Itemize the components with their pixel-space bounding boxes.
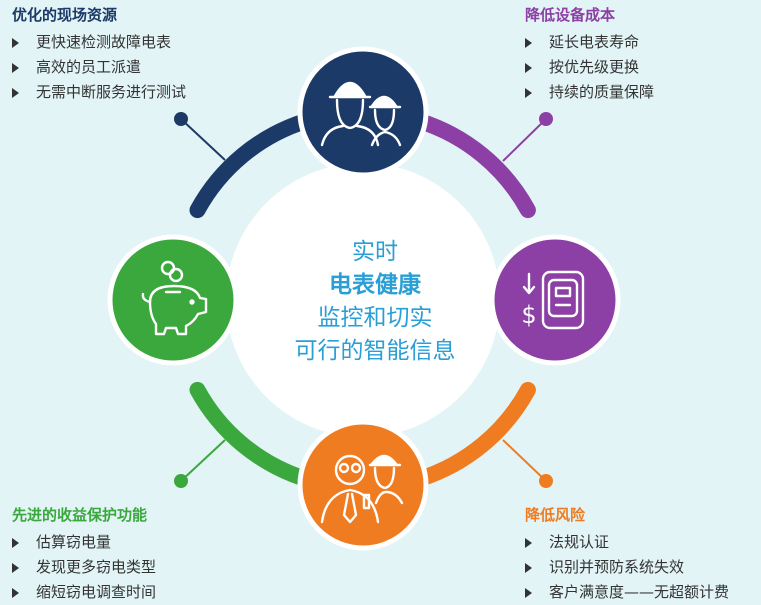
center-line-1: 实时 <box>352 239 398 265</box>
list-item: 按优先级更换 <box>525 55 654 80</box>
piggy-bank-icon <box>141 260 208 336</box>
node-right: $ <box>489 234 621 366</box>
center-line-4: 可行的智能信息 <box>294 338 456 364</box>
triangle-bullet-icon <box>525 537 532 548</box>
connector-bottom-left <box>174 439 226 488</box>
node-left <box>107 234 239 366</box>
workers-hardhat-icon <box>320 81 402 147</box>
block-top-right: 降低设备成本 延长电表寿命 按优先级更换 持续的质量保障 <box>525 6 654 105</box>
list-item: 发现更多窃电类型 <box>12 555 156 580</box>
meter-dollar-icon: $ <box>521 270 585 330</box>
triangle-bullet-icon <box>525 87 532 98</box>
list-item: 延长电表寿命 <box>525 30 654 55</box>
triangle-bullet-icon <box>525 562 532 573</box>
arc-purple <box>411 113 536 219</box>
triangle-bullet-icon <box>12 37 19 48</box>
triangle-bullet-icon <box>12 537 19 548</box>
triangle-bullet-icon <box>12 87 19 98</box>
list-item: 客户满意度——无超额计费 <box>525 580 729 605</box>
block-title: 先进的收益保护功能 <box>12 506 148 524</box>
list-item: 识别并预防系统失效 <box>525 555 729 580</box>
triangle-bullet-icon <box>12 562 19 573</box>
list-item: 高效的员工派遣 <box>12 55 186 80</box>
connector-top-right <box>502 112 553 162</box>
arc-navy <box>189 113 314 219</box>
block-top-left: 优化的现场资源 更快速检测故障电表 高效的员工派遣 无需中断服务进行测试 <box>12 6 186 105</box>
list-item: 估算窃电量 <box>12 530 156 555</box>
connector-top-left <box>174 112 226 161</box>
center-circle <box>226 163 500 437</box>
list-item: 无需中断服务进行测试 <box>12 80 186 105</box>
triangle-bullet-icon <box>525 587 532 598</box>
arc-green <box>189 381 314 487</box>
connector-bottom-right <box>502 439 553 488</box>
center-line-3: 监控和切实 <box>317 305 433 331</box>
center-line-2: 电表健康 <box>329 272 421 298</box>
node-bottom <box>297 419 429 551</box>
list-item: 更快速检测故障电表 <box>12 30 186 55</box>
triangle-bullet-icon <box>12 62 19 73</box>
svg-text:$: $ <box>521 301 536 329</box>
triangle-bullet-icon <box>525 37 532 48</box>
triangle-bullet-icon <box>525 62 532 73</box>
block-bottom-right: 降低风险 法规认证 识别并预防系统失效 客户满意度——无超额计费 <box>525 506 729 605</box>
node-top <box>297 46 429 178</box>
list-item: 缩短窃电调查时间 <box>12 580 156 605</box>
list-item: 持续的质量保障 <box>525 80 654 105</box>
list-item: 法规认证 <box>525 530 729 555</box>
arc-orange <box>411 381 536 487</box>
block-title: 降低设备成本 <box>525 6 616 24</box>
block-title: 降低风险 <box>525 506 586 524</box>
engineer-worker-icon <box>320 454 404 524</box>
block-title: 优化的现场资源 <box>12 6 118 24</box>
block-bottom-left: 先进的收益保护功能 估算窃电量 发现更多窃电类型 缩短窃电调查时间 <box>12 506 156 605</box>
center-headline: 实时 电表健康 监控和切实 可行的智能信息 <box>250 236 500 368</box>
triangle-bullet-icon <box>12 587 19 598</box>
